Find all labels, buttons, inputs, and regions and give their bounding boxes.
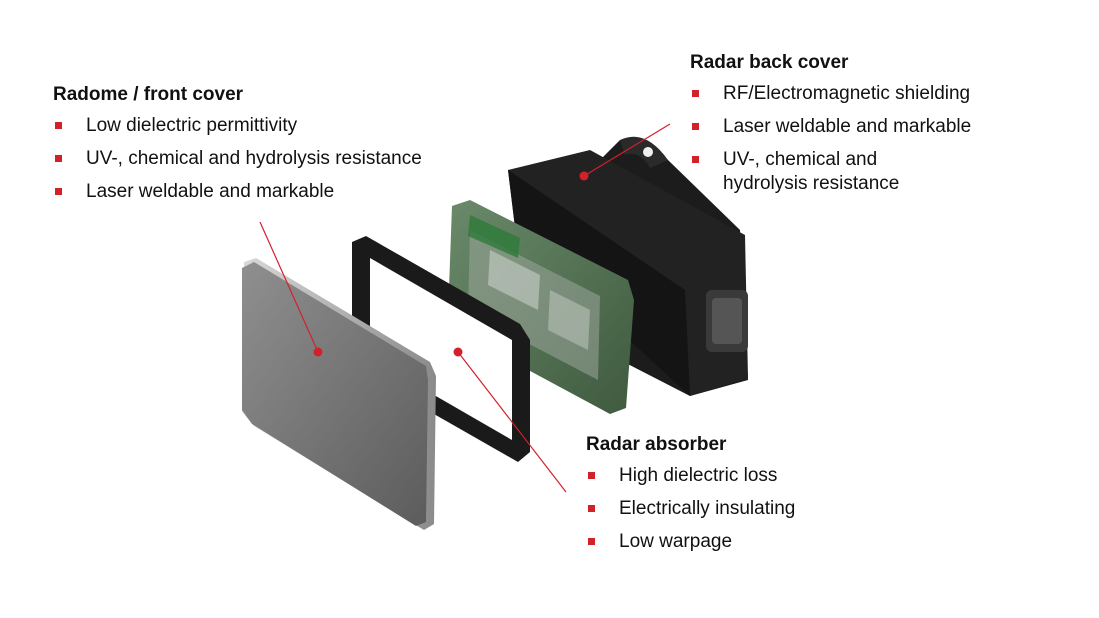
- feature-text: UV-, chemical and hydrolysis resistance: [723, 149, 900, 194]
- absorber-marker-dot: [453, 347, 463, 357]
- bullet-icon: [692, 123, 699, 130]
- list-item: UV-, chemical and hydrolysis resistance: [690, 148, 923, 196]
- list-item: Low warpage: [586, 530, 886, 554]
- feature-text: Laser weldable and markable: [86, 181, 335, 202]
- bullet-icon: [692, 156, 699, 163]
- feature-text: Low dielectric permittivity: [86, 115, 298, 136]
- bullet-icon: [55, 155, 62, 162]
- list-item: Electrically insulating: [586, 497, 886, 521]
- absorber-leader-line: [457, 351, 567, 493]
- bullet-icon: [588, 505, 595, 512]
- feature-text: High dielectric loss: [619, 465, 778, 486]
- feature-text: UV-, chemical and hydrolysis resistance: [86, 148, 422, 169]
- radome-title: Radome / front cover: [53, 84, 244, 105]
- feature-text: Electrically insulating: [619, 498, 796, 519]
- bullet-icon: [588, 472, 595, 479]
- radome-callout: Radome / front cover Low dielectric perm…: [53, 84, 473, 213]
- back-cover-callout: Radar back cover RF/Electromagnetic shie…: [690, 52, 1020, 205]
- list-item: UV-, chemical and hydrolysis resistance: [53, 147, 473, 171]
- absorber-callout: Radar absorber High dielectric loss Elec…: [586, 434, 886, 563]
- back-cover-marker-dot: [579, 171, 589, 181]
- pcb-part: [448, 200, 634, 414]
- radome-leader-line: [259, 221, 319, 353]
- feature-text: Low warpage: [619, 531, 733, 552]
- list-item: RF/Electromagnetic shielding: [690, 82, 1020, 106]
- leader-lines: [259, 123, 671, 493]
- absorber-feature-list: High dielectric loss Electrically insula…: [586, 464, 886, 554]
- feature-text: RF/Electromagnetic shielding: [723, 83, 971, 104]
- list-item: Laser weldable and markable: [53, 180, 473, 204]
- radome-front-cover-part: [242, 258, 436, 530]
- radome-marker-dot: [313, 347, 323, 357]
- list-item: Laser weldable and markable: [690, 115, 1020, 139]
- feature-text: Laser weldable and markable: [723, 116, 972, 137]
- bullet-icon: [55, 122, 62, 129]
- list-item: High dielectric loss: [586, 464, 886, 488]
- bullet-icon: [55, 188, 62, 195]
- absorber-title: Radar absorber: [586, 434, 727, 455]
- back-cover-feature-list: RF/Electromagnetic shielding Laser welda…: [690, 82, 1020, 196]
- bullet-icon: [692, 90, 699, 97]
- list-item: Low dielectric permittivity: [53, 114, 473, 138]
- radome-feature-list: Low dielectric permittivity UV-, chemica…: [53, 114, 473, 204]
- back-cover-leader-line: [583, 123, 671, 177]
- radar-absorber-part: [352, 236, 530, 462]
- bullet-icon: [588, 538, 595, 545]
- back-cover-title: Radar back cover: [690, 52, 849, 73]
